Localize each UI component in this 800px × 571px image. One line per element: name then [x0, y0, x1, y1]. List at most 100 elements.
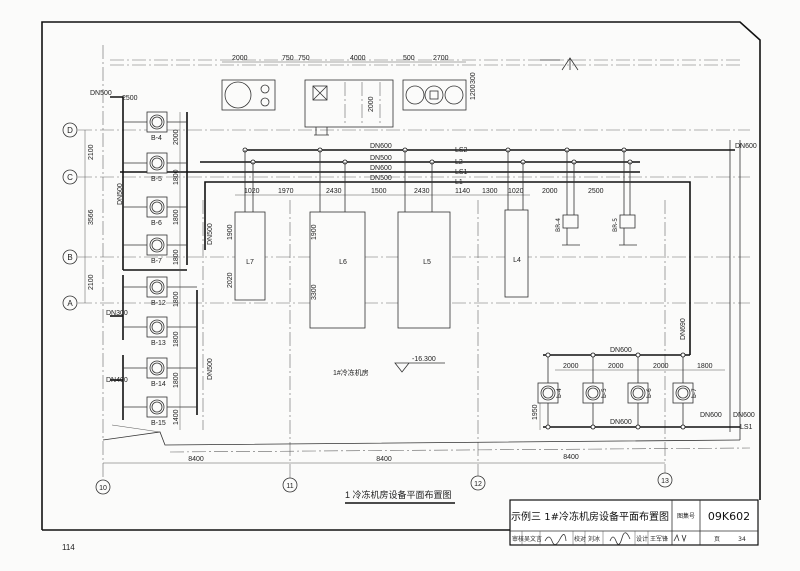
dim: 2000 [232, 55, 248, 62]
branch-label: BR-5 [612, 218, 619, 232]
pipe-size: DN500 [90, 90, 112, 97]
dim: 1020 [244, 188, 260, 195]
branch-label: BR-4 [555, 218, 562, 232]
elevation-mark: -16.300 [412, 356, 436, 363]
axis-bubble-10 [95, 479, 111, 495]
dim: 500 [403, 55, 415, 62]
pipe-size: DN600 [610, 347, 632, 354]
title-block-title: 示例三 1#冷冻机房设备平面布置图 [511, 510, 669, 523]
row-dim: 2100 [88, 144, 95, 160]
room-label: 1#冷冻机房 -16.300 [333, 356, 445, 377]
pipe-size: DN600 [610, 419, 632, 426]
pipe-label-ls1: LS1 [455, 169, 468, 176]
pump-b-12: B-12 [146, 276, 168, 307]
pipe-size: DN500 [207, 223, 214, 245]
pump-label: B-12 [151, 300, 166, 307]
fan-icon [224, 81, 252, 109]
axis-label-13: 13 [661, 478, 669, 485]
axis-label-10: 10 [99, 485, 107, 492]
left-pumps: B-4B-5B-6B-7B-12B-13B-14B-15200018001800… [146, 111, 180, 427]
dim: 1970 [278, 188, 294, 195]
axis-label-b: B [67, 253, 72, 262]
dim: 2430 [326, 188, 342, 195]
dim: 1800 [173, 169, 180, 185]
dim: 2430 [414, 188, 430, 195]
pump-icon [149, 199, 165, 215]
pump-b-4: B-4 [146, 111, 168, 142]
axis-bubble-13 [657, 472, 673, 488]
dim: 3300 [311, 284, 318, 300]
pipe-size: DN600 [700, 412, 722, 419]
pump-b-6: b-6 [627, 352, 653, 430]
pipe-label-l2: L2 [455, 159, 463, 166]
axis-bubble-11 [282, 477, 298, 493]
pipe-l1 [204, 181, 691, 355]
dim: 1200 [470, 84, 477, 100]
axis-label-12: 12 [474, 481, 482, 488]
branch-unit-br4 [562, 214, 579, 229]
dim: 1500 [371, 188, 387, 195]
pump-icon [149, 279, 165, 295]
dim: 2500 [122, 95, 138, 102]
dim: 1140 [455, 188, 470, 195]
dim: 1950 [532, 404, 539, 420]
reviewer: 吴文言 [524, 535, 542, 543]
col-dim: 8400 [188, 456, 204, 463]
pump-label: B-15 [151, 420, 166, 427]
pump-icon [149, 319, 165, 335]
pump-label: b-6 [646, 388, 653, 398]
designer-signature [673, 533, 687, 543]
dim: 2700 [433, 55, 449, 62]
dim: 2500 [588, 188, 604, 195]
pump-icon [149, 399, 165, 415]
pump-label: b-7 [691, 388, 698, 398]
atlas-number: 09K602 [708, 510, 750, 523]
dim: 300 [470, 72, 477, 84]
page-number: 114 [62, 543, 75, 552]
pipe-label-l1: L1 [455, 179, 463, 186]
dim: 1400 [173, 409, 180, 425]
chiller-l5 [397, 211, 451, 329]
pump-label: B-5 [151, 176, 162, 183]
chiller-label: L6 [339, 259, 347, 266]
pump-icon [630, 385, 646, 401]
pipe-size: DN600 [370, 165, 392, 172]
row-dim: 2100 [88, 274, 95, 290]
axis-bubble-b [62, 249, 78, 265]
left-pump-bank: DN500 2500 DN500 DN300 DN400 DN500 [90, 90, 214, 430]
chiller-label: L5 [423, 259, 431, 266]
pump-b-5: B-5 [146, 152, 168, 183]
dim: 2000 [608, 363, 624, 370]
col-dim: 8400 [563, 454, 579, 461]
grid-rows: D C B A 2100 3566 2100 [62, 122, 750, 311]
pump-label: B-6 [151, 220, 162, 227]
dim: 1900 [311, 224, 318, 240]
pipe-size: DN690 [680, 318, 687, 340]
dim: 750 [282, 55, 294, 62]
pipe-size: DN500 [117, 183, 124, 205]
pump-label: b-5 [601, 388, 608, 398]
dim: 2000 [653, 363, 669, 370]
top-equipment: 2000 750 750 4000 500 2700 2000 1200 300 [221, 55, 477, 136]
axis-label-11: 11 [286, 483, 293, 490]
dim: 1800 [173, 209, 180, 225]
pump-label: b-4 [556, 388, 563, 398]
chiller-l6 [309, 211, 366, 329]
pipe-size: DN600 [733, 412, 755, 419]
pump-icon [149, 155, 165, 171]
review-label: 审核 [512, 535, 524, 543]
pipe-size: DN300 [106, 310, 128, 317]
chillers: L7 L6 L5 L4 1020 1970 2430 1500 2430 114… [227, 150, 604, 329]
chiller-l4 [504, 209, 529, 298]
dim: 1800 [173, 291, 180, 307]
pump-icon [149, 114, 165, 130]
row-dim: 3566 [88, 209, 95, 225]
dim: 1020 [508, 188, 524, 195]
pump-b-7: B-7 [146, 234, 168, 265]
pump-b-6: B-6 [146, 196, 168, 227]
pump-label: B-14 [151, 381, 166, 388]
dim: 4000 [350, 55, 366, 62]
chiller-label: L7 [246, 259, 254, 266]
